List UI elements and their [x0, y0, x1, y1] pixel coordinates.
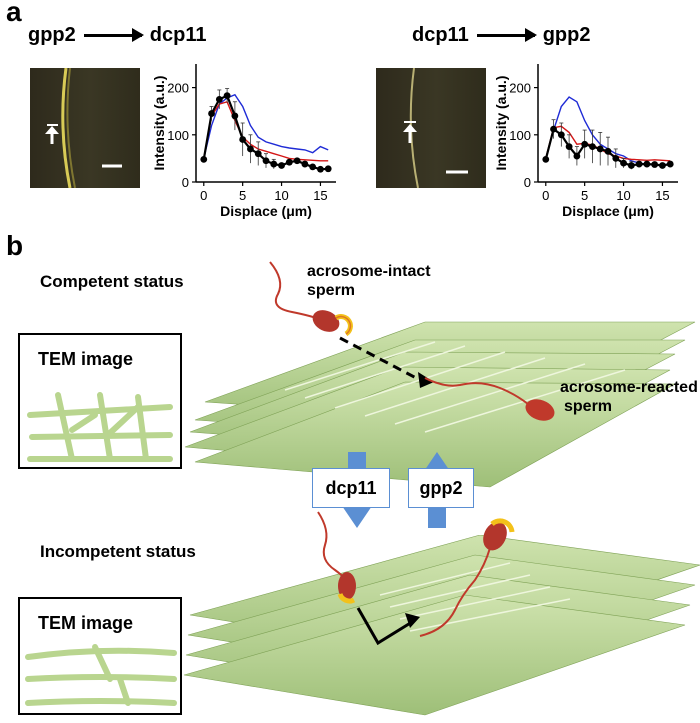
- sperm-head-reacted: [525, 399, 555, 421]
- right-condition-arrow-icon: [476, 28, 537, 42]
- data-point: [604, 147, 612, 155]
- data-point: [215, 96, 223, 103]
- data-point: [301, 160, 309, 168]
- path-arrow-icon: [405, 613, 420, 628]
- x-tick-label: 15: [655, 188, 669, 203]
- x-tick-label: 15: [313, 188, 327, 203]
- data-point: [581, 140, 589, 148]
- left-condition-arrow-icon: [83, 28, 144, 42]
- data-point: [247, 145, 254, 153]
- data-point: [659, 162, 666, 169]
- pointer-arrow-icon: [403, 121, 417, 143]
- panel-b-letter: b: [6, 230, 24, 261]
- x-tick-label: 0: [542, 188, 549, 203]
- tem-image-box-incompetent: TEM image: [18, 597, 182, 715]
- path-arrow-icon: [418, 372, 434, 388]
- gpp2-box: gpp2: [408, 468, 474, 508]
- data-point: [231, 112, 239, 120]
- x-axis-label: Displace (μm): [562, 203, 654, 219]
- data-point: [239, 136, 247, 143]
- data-point: [317, 165, 324, 173]
- acrosome-intact-label: acrosome-intact sperm: [307, 262, 431, 300]
- x-tick-label: 10: [274, 188, 288, 203]
- data-point: [223, 92, 231, 100]
- data-point: [573, 152, 581, 160]
- y-axis-label: Intensity (a.u.): [151, 76, 167, 171]
- data-point: [200, 155, 208, 163]
- dcp11-box: dcp11: [312, 468, 390, 508]
- data-point: [589, 143, 596, 150]
- acrosome-reacted-line1: acrosome-reacted: [560, 379, 698, 396]
- incompetent-status-label: Incompetent status: [40, 542, 196, 561]
- left-condition-from: gpp2: [28, 24, 76, 46]
- data-point: [635, 160, 643, 168]
- data-point: [278, 162, 285, 169]
- sperm-head-right: [483, 521, 507, 551]
- right-condition-from: dcp11: [412, 24, 469, 46]
- y-tick-label: 200: [167, 81, 189, 96]
- competent-status-label: Competent status: [40, 272, 184, 291]
- x-tick-label: 10: [616, 188, 630, 203]
- data-point: [643, 160, 651, 168]
- data-point: [324, 165, 332, 173]
- tem-image-title: TEM image: [38, 349, 134, 369]
- tem-image-title: TEM image: [38, 613, 134, 633]
- fiber-stack-incompetent: [183, 535, 700, 716]
- y-tick-label: 0: [182, 175, 189, 190]
- x-tick-label: 5: [581, 188, 588, 203]
- acrosome-intact-line1: acrosome-intact: [307, 263, 431, 280]
- micrograph-right: [376, 68, 486, 188]
- acrosome-reacted-line2: sperm: [564, 398, 613, 415]
- data-point: [254, 150, 262, 158]
- sperm-head-intact: [312, 310, 340, 332]
- micrograph-left: [30, 68, 140, 188]
- series-line-0: [203, 93, 329, 159]
- data-point: [270, 160, 278, 168]
- penetration-path-dashed: [339, 336, 421, 382]
- data-point: [620, 159, 627, 167]
- data-point: [565, 143, 573, 150]
- data-point: [666, 160, 674, 168]
- y-axis-label: Intensity (a.u.): [493, 76, 509, 171]
- x-tick-label: 0: [200, 188, 207, 203]
- data-point: [293, 157, 301, 165]
- tem-image-box-competent: TEM image: [18, 333, 182, 469]
- right-condition-label: dcp11 gpp2: [412, 24, 590, 47]
- series-line-1: [203, 100, 329, 162]
- y-tick-label: 0: [524, 175, 531, 190]
- data-point: [612, 155, 620, 162]
- data-point: [542, 155, 550, 163]
- pointer-arrow-icon: [45, 124, 59, 144]
- sperm-head-left: [338, 572, 356, 600]
- acrosome-intact-line2: sperm: [307, 282, 356, 299]
- x-tick-label: 5: [239, 188, 246, 203]
- data-point: [627, 162, 635, 169]
- left-condition-to: dcp11: [149, 24, 207, 46]
- y-tick-label: 200: [509, 81, 531, 96]
- data-point: [309, 163, 317, 171]
- acrosome-icon: [490, 518, 515, 533]
- data-point: [651, 161, 659, 168]
- data-point: [557, 131, 565, 139]
- left-condition-label: gpp2 dcp11: [28, 24, 206, 47]
- data-point: [285, 158, 293, 166]
- acrosome-reacted-label: acrosome-reacted sperm: [560, 378, 698, 416]
- tem-network-competent: [27, 392, 173, 462]
- x-axis-label: Displace (μm): [220, 203, 312, 219]
- data-point: [208, 110, 215, 117]
- y-tick-label: 100: [167, 128, 189, 143]
- data-point: [550, 125, 557, 133]
- acrosome-icon: [337, 592, 356, 604]
- right-condition-to: gpp2: [542, 24, 591, 46]
- data-point: [596, 145, 604, 153]
- data-point: [262, 157, 270, 165]
- bounce-path: [356, 607, 413, 646]
- panel-a-letter: a: [6, 0, 22, 27]
- tem-network-incompetent: [25, 644, 177, 706]
- y-tick-label: 100: [509, 128, 531, 143]
- fiber-stack-competent: [184, 321, 696, 488]
